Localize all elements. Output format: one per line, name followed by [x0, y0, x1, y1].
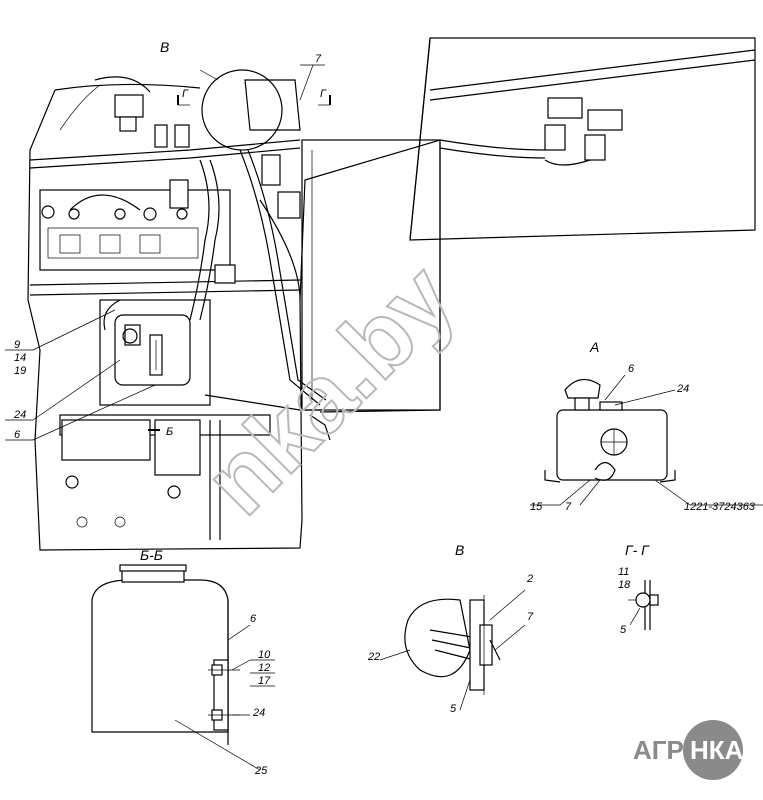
view-v-label-5: 5 [450, 703, 457, 715]
view-bb-title: Б-Б [140, 547, 163, 563]
view-a-label-7: 7 [565, 501, 572, 513]
view-bb-label-12: 12 [258, 662, 270, 674]
view-v [379, 589, 526, 711]
view-a-label-6: 6 [628, 363, 635, 375]
section-b-marker-label: Б [166, 426, 173, 438]
section-g-right-label: Г [320, 88, 327, 100]
main-label-19: 19 [14, 365, 26, 377]
main-label-9: 9 [14, 339, 20, 351]
logo-right-text: НКА [690, 735, 744, 765]
callout-v-label: В [160, 39, 169, 55]
view-a-label-part: 1221-3724363 [684, 501, 756, 513]
main-label-14: 14 [14, 352, 26, 364]
view-gg [628, 580, 659, 630]
view-gg-label-11: 11 [618, 566, 629, 578]
view-v-title: В [455, 542, 464, 558]
view-v-label-2: 2 [526, 573, 533, 585]
view-gg-label-18: 18 [618, 579, 631, 591]
view-a [530, 374, 763, 506]
view-bb-label-17: 17 [258, 675, 271, 687]
view-a-label-24: 24 [676, 383, 689, 395]
view-a-label-15: 15 [530, 501, 543, 513]
view-v-label-7: 7 [527, 611, 534, 623]
view-gg-label-5: 5 [620, 624, 627, 636]
section-g-left-label: Г [182, 88, 189, 100]
view-bb [91, 564, 275, 771]
watermark: nka.by [184, 244, 475, 535]
view-v-label-22: 22 [367, 651, 380, 663]
main-label-24: 24 [13, 409, 26, 421]
main-label-7: 7 [315, 53, 322, 65]
view-a-title: А [589, 339, 599, 355]
view-bb-label-10: 10 [258, 649, 271, 661]
main-label-6: 6 [14, 429, 21, 441]
logo-circle [683, 720, 743, 780]
view-bb-label-24: 24 [252, 707, 265, 719]
view-gg-title: Г- Г [625, 542, 650, 558]
view-bb-label-6: 6 [250, 613, 257, 625]
agronka-logo: АГРО НКА [633, 720, 744, 780]
view-bb-label-25: 25 [254, 765, 268, 777]
cabin-connector-detail [409, 37, 756, 241]
main-assembly-view [5, 64, 441, 551]
